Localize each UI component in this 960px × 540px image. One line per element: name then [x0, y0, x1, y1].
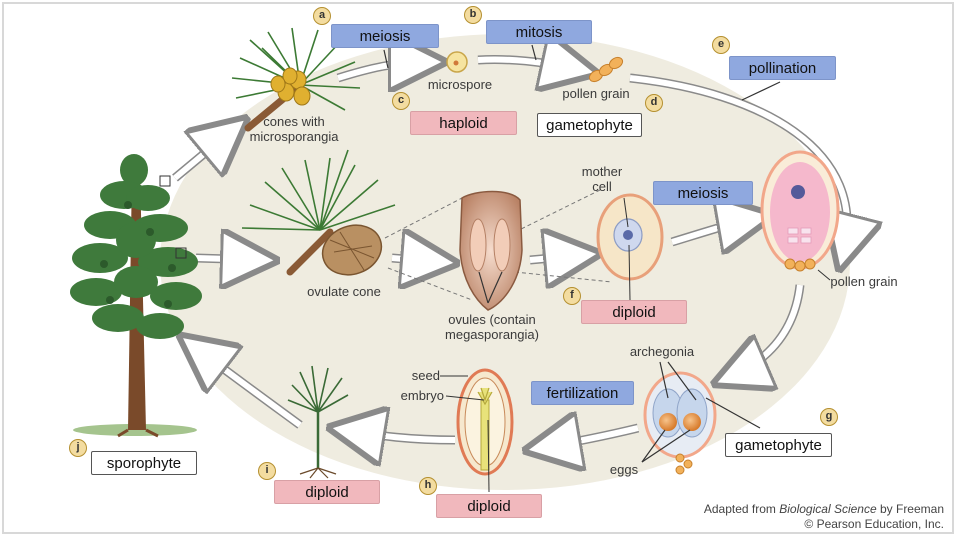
mother-cell-label: mother cell	[570, 164, 634, 194]
mother-cell-line1: mother	[581, 164, 623, 179]
source-credit: Adapted from Biological Science by Freem…	[704, 502, 944, 516]
badge-c: c	[392, 92, 410, 110]
diploid-label-h: diploid	[436, 494, 542, 518]
cones-label: cones with microsporangia	[234, 114, 354, 144]
meiosis-label-top: meiosis	[331, 24, 439, 48]
ovules-label: ovules (contain megasporangia)	[432, 312, 552, 342]
badge-f: f	[563, 287, 581, 305]
seed-label: seed	[411, 368, 440, 383]
ovule-scale-illustration	[459, 190, 523, 311]
badge-j: j	[69, 439, 87, 457]
credit-suffix: by Freeman	[876, 502, 944, 516]
eggs-label: eggs	[609, 462, 639, 477]
pollination-label: pollination	[729, 56, 836, 80]
cones-label-line2: microsporangia	[249, 129, 339, 144]
mitosis-label: mitosis	[486, 20, 592, 44]
meiosis-label-middle: meiosis	[653, 181, 753, 205]
badge-h: h	[419, 477, 437, 495]
archegonia-label: archegonia	[629, 344, 695, 359]
female-gametophyte-illustration	[760, 150, 840, 272]
badge-b: b	[464, 6, 482, 24]
embryo-label: embryo	[400, 388, 444, 403]
seedling-illustration	[287, 365, 349, 479]
sporophyte-label: sporophyte	[91, 451, 197, 475]
sporophyte-tree-illustration	[70, 154, 202, 438]
slide-frame	[2, 2, 954, 534]
badge-e: e	[712, 36, 730, 54]
badge-d: d	[645, 94, 663, 112]
gametophyte-label-bottom: gametophyte	[725, 433, 832, 457]
mother-cell-line2: cell	[592, 179, 612, 194]
credit-prefix: Adapted from	[703, 502, 780, 516]
ovulate-cone-label: ovulate cone	[307, 284, 381, 299]
fertilization-label: fertilization	[531, 381, 634, 405]
microspore-label: microspore	[427, 77, 493, 92]
haploid-label: haploid	[410, 111, 517, 135]
diploid-label-f: diploid	[581, 300, 687, 324]
pollen-grain-illustration	[588, 56, 624, 83]
ovules-label-line1: ovules (contain	[448, 312, 536, 327]
cones-label-line1: cones with	[263, 114, 325, 129]
credit-book-title: Biological Science	[779, 502, 877, 516]
copyright-credit: © Pearson Education, Inc.	[804, 517, 944, 531]
gametophyte-label-top: gametophyte	[537, 113, 642, 137]
diploid-label-i: diploid	[274, 480, 380, 504]
mother-cell-illustration	[596, 193, 664, 281]
pollen-grain-label-top: pollen grain	[562, 86, 630, 101]
badge-a: a	[313, 7, 331, 25]
badge-g: g	[820, 408, 838, 426]
microsporangia-cone-illustration	[231, 27, 361, 132]
pollen-grain-label-right: pollen grain	[830, 274, 898, 289]
badge-i: i	[258, 462, 276, 480]
seed-illustration	[456, 368, 514, 476]
ovulate-cone-illustration	[241, 149, 396, 276]
archegonia-illustration	[643, 371, 717, 475]
ovules-label-line2: megasporangia)	[445, 327, 539, 342]
